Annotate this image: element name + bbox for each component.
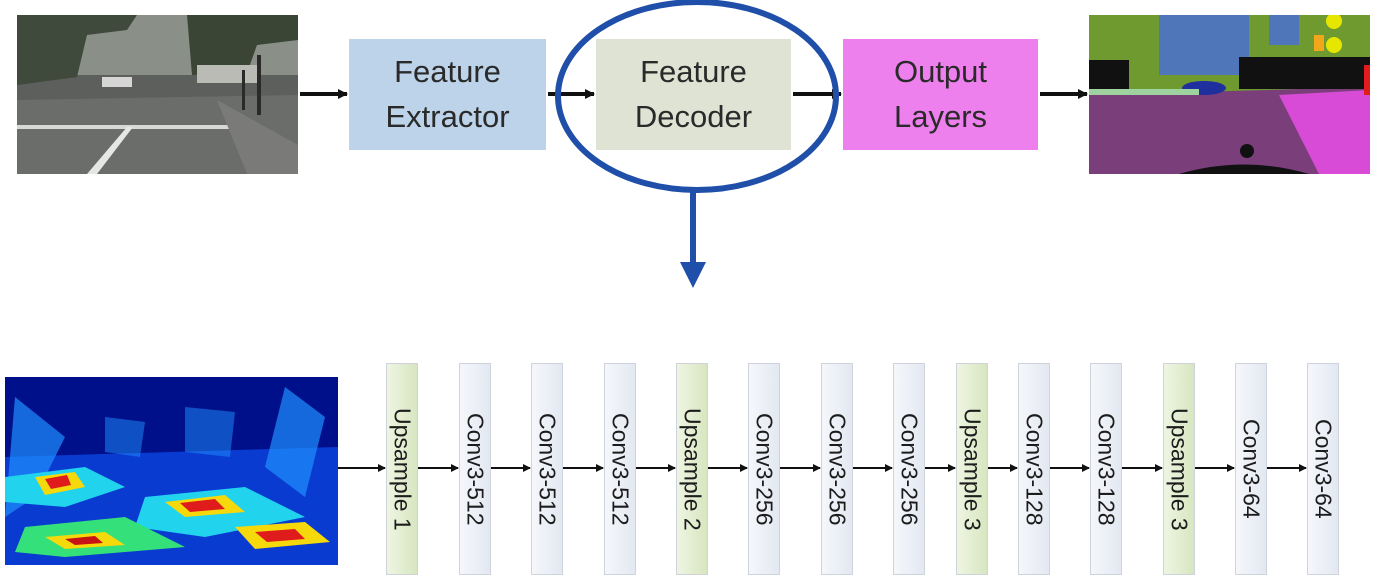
layer-label: Conv3-64 [1238,419,1265,519]
layer-label: Conv3-256 [751,412,778,526]
conv-layer: Conv3-256 [748,363,780,575]
layer-label: Conv3-256 [896,412,923,526]
conv-layer: Conv3-128 [1018,363,1050,575]
conv-layer: Conv3-512 [604,363,636,575]
layer-label: Upsample 3 [959,407,986,531]
layer-label: Upsample 3 [1166,407,1193,531]
layer-label: Conv3-64 [1310,419,1337,519]
conv-layer: Conv3-512 [531,363,563,575]
layer-label: Upsample 1 [389,407,416,531]
upsample-layer: Upsample 2 [676,363,708,575]
conv-layer: Conv3-256 [893,363,925,575]
expand-arrow-head [680,262,706,288]
conv-layer: Conv3-128 [1090,363,1122,575]
input-street-image [17,15,298,174]
upsample-layer: Upsample 3 [956,363,988,575]
layer-label: Conv3-128 [1021,412,1048,526]
layer-label: Upsample 2 [679,407,706,531]
conv-layer: Conv3-256 [821,363,853,575]
stage-feature-extractor: Feature Extractor [349,39,546,150]
stage-label: Feature Decoder [634,53,753,134]
layer-label: Conv3-512 [462,412,489,526]
conv-layer: Conv3-512 [459,363,491,575]
decoder-input-heatmap [5,377,338,565]
output-segmentation-image [1089,15,1370,174]
stage-output-layers: Output Layers [843,39,1038,150]
layer-label: Conv3-256 [824,412,851,526]
upsample-layer: Upsample 1 [386,363,418,575]
decoder-highlight-ellipse [555,0,839,193]
upsample-layer: Upsample 3 [1163,363,1195,575]
conv-layer: Conv3-64 [1235,363,1267,575]
layer-label: Conv3-512 [534,412,561,526]
stage-feature-decoder: Feature Decoder [596,39,791,150]
conv-layer: Conv3-64 [1307,363,1339,575]
stage-label: Feature Extractor [385,53,510,134]
layer-label: Conv3-512 [607,412,634,526]
layer-label: Conv3-128 [1093,412,1120,526]
stage-label: Output Layers [893,53,988,134]
